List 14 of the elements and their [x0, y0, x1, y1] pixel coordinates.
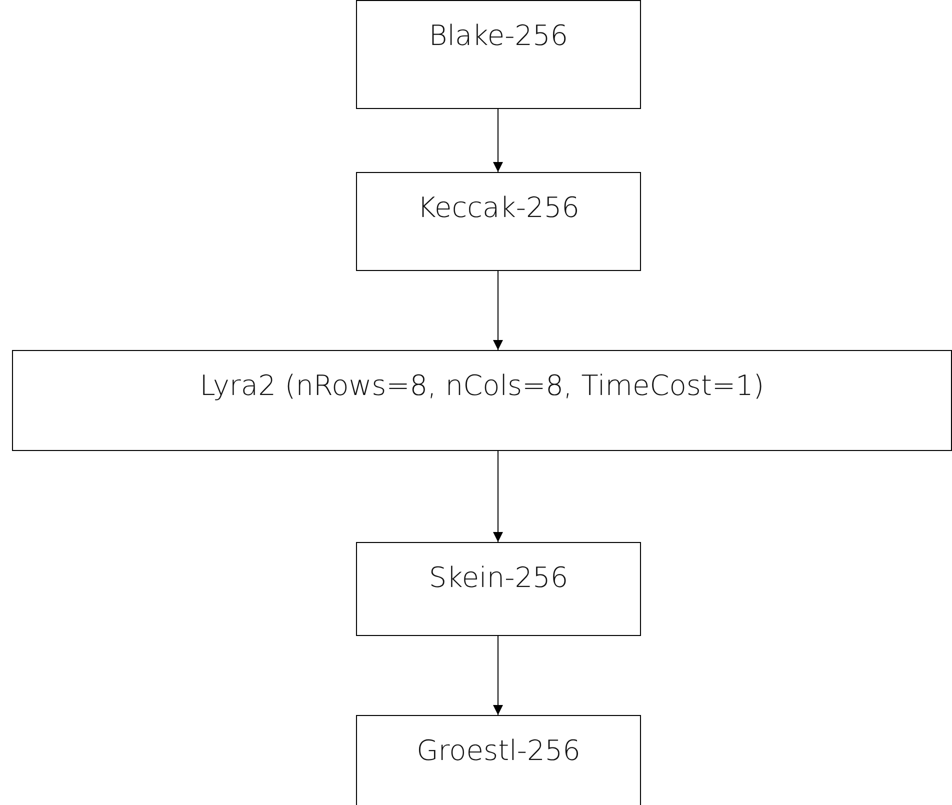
node-label: Skein-256: [428, 561, 570, 594]
process-box: [356, 542, 641, 636]
process-box: [356, 172, 641, 271]
arrow: [493, 108, 503, 172]
node-label: Lyra2 (nRows=8, nCols=8, TimeCost=1): [198, 369, 766, 402]
process-box: [12, 350, 952, 451]
node-label: Groestl-256: [416, 734, 582, 767]
node-label: Keccak-256: [416, 191, 580, 224]
arrow: [493, 450, 503, 542]
arrow: [493, 636, 503, 716]
process-box: [356, 715, 641, 805]
arrow: [493, 270, 503, 350]
node-label: Blake-256: [428, 19, 570, 52]
process-box: [356, 0, 641, 109]
